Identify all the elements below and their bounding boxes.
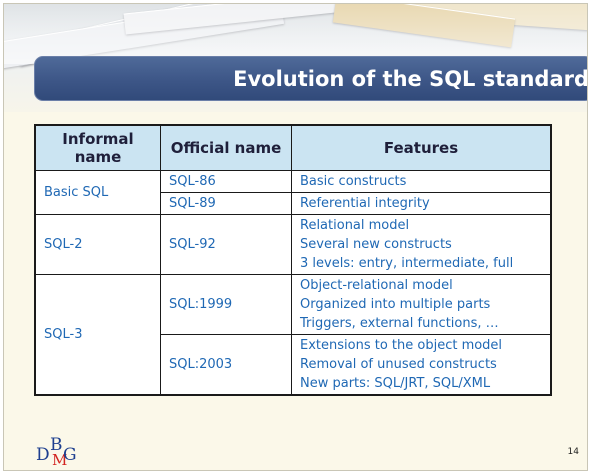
table-row: SQL-3 SQL:1999 Object-relational model O… [34, 274, 552, 396]
features-cell: Relational model Several new constructs … [291, 214, 552, 275]
features-cell: Object-relational model Organized into m… [291, 274, 552, 335]
table-row: SQL-89 Referential integrity [35, 192, 552, 215]
feature-line: Organized into multiple parts [300, 297, 491, 312]
informal-name-cell: Basic SQL [34, 170, 161, 215]
header-informal-name: Informal name [34, 124, 161, 171]
table-row: SQL-2 SQL-92 Relational model Several ne… [34, 214, 552, 275]
informal-name-cell: SQL-2 [34, 214, 161, 275]
informal-name-cell: SQL-3 [34, 274, 161, 396]
feature-line: Basic constructs [300, 174, 407, 189]
page-number: 14 [567, 447, 579, 457]
official-name-cell: SQL-92 [160, 214, 292, 275]
official-name-cell: SQL:1999 [160, 274, 292, 335]
header-features: Features [291, 124, 552, 171]
banner-glare [4, 4, 587, 64]
feature-line: Relational model [300, 218, 410, 233]
feature-line: Extensions to the object model [300, 338, 503, 353]
logo-letter-d: D [36, 445, 50, 465]
official-name-cell: SQL-86 [160, 170, 292, 193]
feature-line: New parts: SQL/JRT, SQL/XML [300, 376, 491, 391]
table-header-row: Informal name Official name Features [34, 124, 552, 171]
feature-line: Several new constructs [300, 237, 452, 252]
feature-line: Removal of unused constructs [300, 357, 497, 372]
logo-letter-m: M [52, 451, 68, 469]
header-official-name: Official name [160, 124, 292, 171]
feature-line: Referential integrity [300, 196, 430, 211]
official-name-cell: SQL:2003 [160, 334, 292, 396]
dbmg-logo: D B M G [36, 433, 86, 469]
logo-letter-b: B [50, 435, 63, 455]
feature-line: 3 levels: entry, intermediate, full [300, 256, 514, 271]
features-cell: Referential integrity [291, 192, 552, 215]
table-row: SQL:2003 Extensions to the object model … [35, 334, 552, 396]
feature-line: Triggers, external functions, … [300, 316, 499, 331]
official-name-cell: SQL-89 [160, 192, 292, 215]
feature-line: Object-relational model [300, 278, 453, 293]
logo-letter-g: G [63, 445, 77, 465]
title-bar: Evolution of the SQL standard [34, 56, 588, 101]
features-cell: Extensions to the object model Removal o… [291, 334, 552, 396]
table-row: Basic SQL SQL-86 Basic constructs [34, 170, 552, 215]
features-cell: Basic constructs [291, 170, 552, 193]
sql-evolution-table: Informal name Official name Features Bas… [34, 124, 552, 396]
slide-title: Evolution of the SQL standard [233, 67, 588, 91]
